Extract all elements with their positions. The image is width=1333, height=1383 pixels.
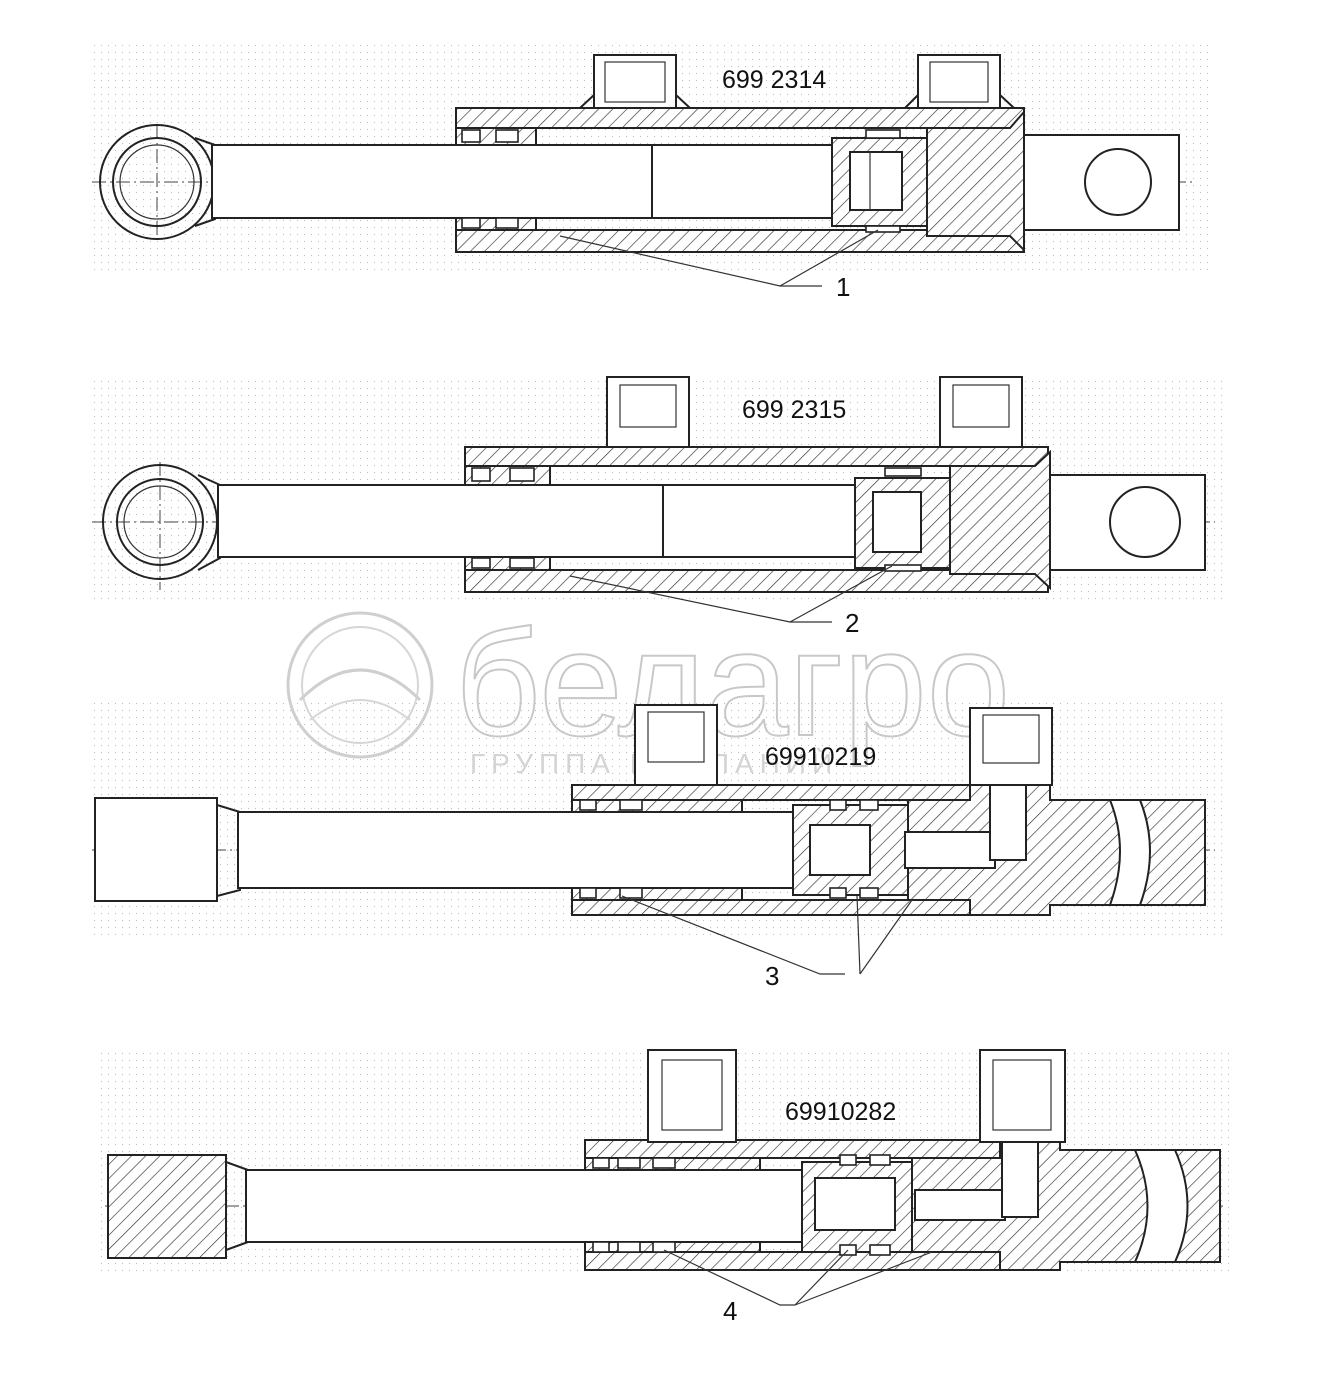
assembly-label: 69910282 [785, 1098, 896, 1126]
callout-number: 4 [723, 1296, 737, 1326]
assembly-699-2315: 699 2315 2 [92, 376, 1215, 638]
assembly-69910219: 69910219 3 [92, 704, 1215, 991]
assembly-69910282: 69910282 4 [105, 1049, 1225, 1326]
assembly-label: 699 2314 [722, 66, 826, 94]
assembly-label: 699 2315 [742, 396, 846, 424]
callout-number: 1 [836, 272, 850, 302]
watermark-brand: белагро [455, 599, 1010, 767]
assembly-label: 69910219 [765, 743, 876, 771]
callout-number: 2 [845, 608, 859, 638]
watermark-logo-icon [286, 611, 434, 759]
assembly-699-2314: 699 2314 1 [92, 54, 1195, 302]
callout-number: 3 [765, 961, 779, 991]
watermark: белагро ГРУППА КОМПАНИЙ [286, 598, 1011, 779]
